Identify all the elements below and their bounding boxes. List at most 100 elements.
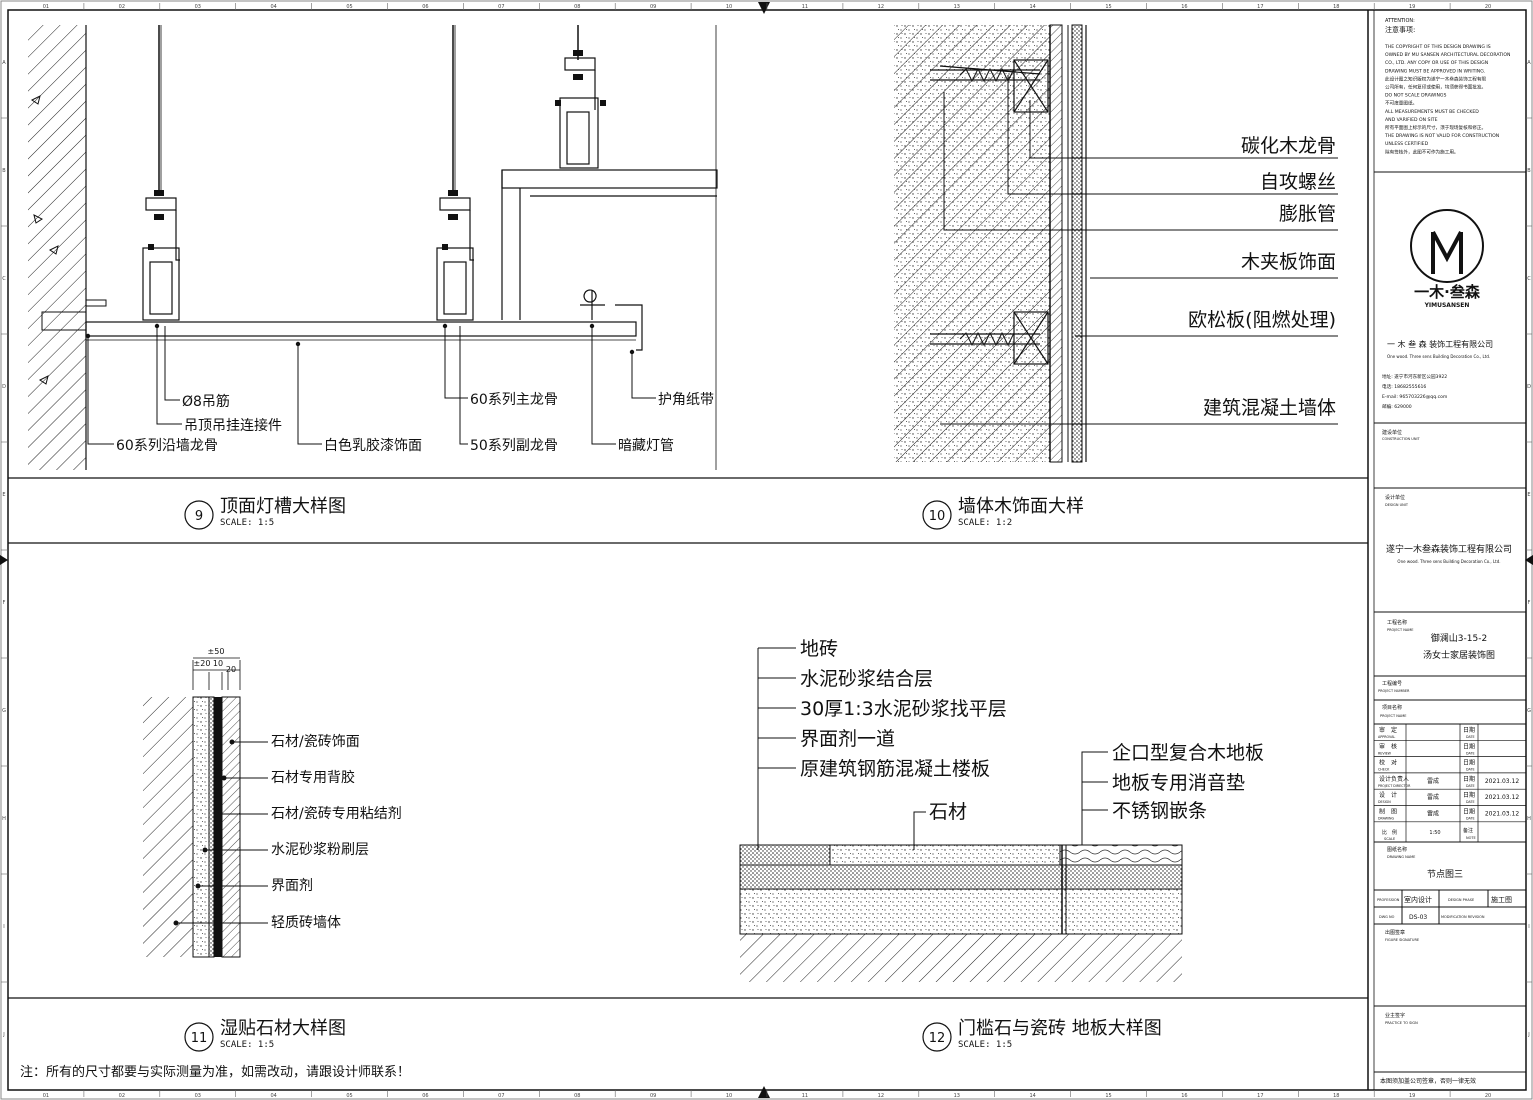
ruler-row-label: J xyxy=(1527,1032,1529,1038)
ruler-row-label: D xyxy=(1527,384,1531,390)
label-brick-wall: 轻质砖墙体 xyxy=(271,915,341,931)
ruler-col-label: 10 xyxy=(726,4,732,10)
general-note: 注：所有的尺寸都要与实际测量为准，如需改动，请跟设计师联系！ xyxy=(20,1064,410,1080)
label-wood-floor: 企口型复合木地板 xyxy=(1112,742,1264,764)
ruler-col-label: 20 xyxy=(1485,4,1491,10)
ruler-row-label: G xyxy=(1527,708,1531,714)
tb-attention-cn: 注意事项: xyxy=(1385,25,1415,34)
ruler-row-label: F xyxy=(3,600,6,606)
tb-attention-line: DRAWING MUST BE APPROVED IN WRITING. xyxy=(1385,68,1485,74)
ruler-col-label: 06 xyxy=(422,4,428,10)
label-concrete-wall: 建筑混凝土墙体 xyxy=(1203,397,1336,419)
svg-text:一木·叁森: 一木·叁森 xyxy=(1414,283,1481,301)
tb-attention-line: 此设计图之知识版权为遂宁一木叁森装饰工程有限 xyxy=(1385,75,1486,82)
ruler-row-label: C xyxy=(2,276,6,282)
ruler-col-label: 11 xyxy=(802,4,808,10)
label-underlay: 地板专用消音垫 xyxy=(1112,772,1245,794)
svg-text:MODIFICATION REVISION: MODIFICATION REVISION xyxy=(1441,915,1485,919)
ruler-col-label: 03 xyxy=(195,4,201,10)
svg-text:DESIGN: DESIGN xyxy=(1378,800,1391,804)
ruler-col-label: 05 xyxy=(346,4,352,10)
ruler-row-label: D xyxy=(2,384,6,390)
svg-text:APPROVAL: APPROVAL xyxy=(1378,735,1395,739)
ruler-col-label: 07 xyxy=(498,4,504,10)
svg-text:制 图: 制 图 xyxy=(1379,808,1397,816)
tb-company-cn: 一 木 叁 森 装饰工程有限公司 xyxy=(1387,339,1493,349)
label-mortar: 水泥砂浆粉刷层 xyxy=(271,842,369,858)
tb-signoff-row: 设 计DESIGN雷成日期DATE2021.03.12 xyxy=(1378,791,1519,804)
label-tile: 地砖 xyxy=(800,638,838,660)
label-adhesive: 石材/瓷砖专用粘结剂 xyxy=(271,806,402,822)
label-slab: 原建筑钢筋混凝土楼板 xyxy=(800,758,990,780)
svg-text:日期: 日期 xyxy=(1463,726,1475,734)
tb-attention-line: UNLESS CERTIFIED xyxy=(1385,141,1429,147)
tb-attention-line: OWNED BY MU SANSEN ARCHITECTURAL DECORAT… xyxy=(1385,52,1510,58)
svg-text:NOTE: NOTE xyxy=(1466,836,1476,840)
ruler-col-label: 10 xyxy=(726,1093,732,1099)
ruler-col-label: 07 xyxy=(498,1093,504,1099)
detail-12-scale: SCALE: 1:5 xyxy=(958,1040,1012,1050)
ruler-col-label: 16 xyxy=(1181,1093,1187,1099)
svg-text:DWG NO: DWG NO xyxy=(1379,915,1395,919)
svg-text:FIGURE SIGNATURE: FIGURE SIGNATURE xyxy=(1385,938,1419,942)
ruler-row-label: H xyxy=(1527,816,1531,822)
label-osb: 欧松板(阻燃处理) xyxy=(1188,309,1336,331)
ruler-row-label: E xyxy=(2,492,5,498)
ruler-col-label: 18 xyxy=(1333,4,1339,10)
company-logo: 一木·叁森 YIMUSANSEN xyxy=(1410,209,1484,309)
svg-text:工程编号: 工程编号 xyxy=(1382,680,1402,687)
svg-text:雷成: 雷成 xyxy=(1427,777,1439,785)
ruler-row-label: I xyxy=(1528,924,1529,930)
ruler-col-label: 02 xyxy=(119,1093,125,1099)
detail-12-number: 12 xyxy=(929,1031,946,1046)
tb-attention-line: 不可度量图纸。 xyxy=(1385,100,1417,107)
dim-1: ±20 xyxy=(194,659,211,668)
detail-9-scale: SCALE: 1:5 xyxy=(220,518,274,528)
label-wall-keel: 60系列沿墙龙骨 xyxy=(116,438,218,454)
ruler-col-label: 01 xyxy=(43,4,49,10)
title-detail-10: 10 墙体木饰面大样 SCALE: 1:2 xyxy=(922,496,1084,530)
svg-text:CHECK: CHECK xyxy=(1378,768,1390,772)
svg-text:2021.03.12: 2021.03.12 xyxy=(1485,778,1520,785)
ruler-col-label: 13 xyxy=(954,1093,960,1099)
label-interface: 界面剂 xyxy=(271,878,313,894)
svg-text:DESIGN UNIT: DESIGN UNIT xyxy=(1385,503,1409,507)
label-back-glue: 石材专用背胶 xyxy=(271,769,355,786)
svg-text:日期: 日期 xyxy=(1463,808,1475,816)
ruler-row-label: B xyxy=(1527,168,1531,174)
label-interface-coat: 界面剂一道 xyxy=(800,728,895,750)
svg-text:日期: 日期 xyxy=(1463,791,1475,799)
ruler-row-label: E xyxy=(1527,492,1530,498)
tb-project-line2: 汤女士家居装饰图 xyxy=(1423,649,1495,661)
ruler-col-label: 03 xyxy=(195,1093,201,1099)
tb-attention-line: 公司所有，任何复印或使用，均须获得书面批准。 xyxy=(1385,84,1486,91)
detail-10-number: 10 xyxy=(929,509,946,524)
ruler-row-label: B xyxy=(2,168,6,174)
detail-12-title: 门槛石与瓷砖 地板大样图 xyxy=(958,1018,1162,1039)
svg-text:项目名称: 项目名称 xyxy=(1382,704,1402,711)
ruler-col-label: 19 xyxy=(1409,1093,1415,1099)
title-block: ATTENTION: 注意事项: THE COPYRIGHT OF THIS D… xyxy=(1374,18,1526,1085)
svg-text:PROFESSION: PROFESSION xyxy=(1377,898,1400,902)
tb-attention-line: THE DRAWING IS NOT VALID FOR CONSTRUCTIO… xyxy=(1384,133,1499,139)
svg-text:设计负责人: 设计负责人 xyxy=(1379,775,1409,783)
ruler-col-label: 14 xyxy=(1029,1093,1035,1099)
svg-text:2021.03.12: 2021.03.12 xyxy=(1485,794,1520,801)
ruler-row-label: F xyxy=(1528,600,1531,606)
svg-text:备注: 备注 xyxy=(1463,827,1473,834)
tb-project-line1: 御澜山3-15-2 xyxy=(1431,632,1487,644)
svg-text:One wood. Three sens Building: One wood. Three sens Building Decoration… xyxy=(1397,559,1500,564)
ruler-row-label: G xyxy=(2,708,6,714)
ruler-col-label: 05 xyxy=(346,1093,352,1099)
detail-12-threshold-floor: 地砖 水泥砂浆结合层 30厚1:3水泥砂浆找平层 界面剂一道 原建筑钢筋混凝土楼… xyxy=(739,638,1264,982)
detail-10-wall-wood-finish: 碳化木龙骨 自攻螺丝 膨胀管 木夹板饰面 欧松板(阻燃处理) 建筑混凝土墙体 xyxy=(894,24,1338,463)
detail-11-number: 11 xyxy=(191,1031,208,1046)
tb-company-en: One wood. Three sens Building Decoration… xyxy=(1387,354,1490,359)
label-leveling: 30厚1:3水泥砂浆找平层 xyxy=(800,698,1007,720)
label-main-keel: 60系列主龙骨 xyxy=(470,392,558,408)
label-plywood: 木夹板饰面 xyxy=(1241,251,1336,273)
